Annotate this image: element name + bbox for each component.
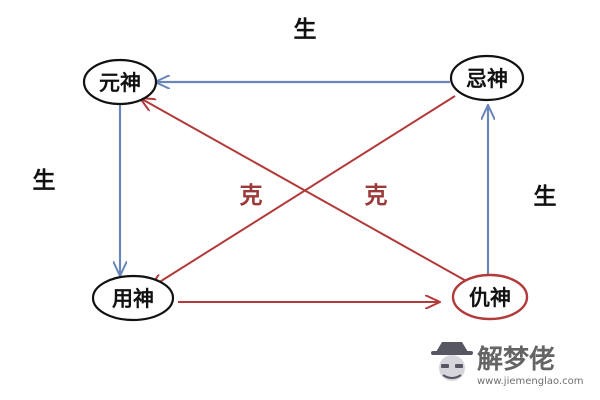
- label-sheng-left: 生: [33, 168, 56, 194]
- arrow-jishen-to-yongshen: [150, 95, 456, 288]
- label-sheng-right: 生: [534, 184, 557, 210]
- watermark-brand: 解梦佬: [477, 345, 555, 375]
- label-ke-right: 克: [365, 182, 388, 209]
- label-sheng-top: 生: [294, 17, 317, 43]
- node-yongshen-label: 用神: [112, 287, 154, 311]
- node-choushen-label: 仇神: [469, 286, 511, 310]
- node-choushen: 仇神: [451, 273, 529, 321]
- node-yuanshen: 元神: [82, 58, 158, 106]
- node-yuanshen-label: 元神: [99, 71, 141, 95]
- watermark-url: www.jiemenglao.com: [477, 376, 583, 387]
- node-jishen-label: 忌神: [466, 67, 508, 91]
- watermark-logo-icon: [431, 342, 473, 381]
- node-jishen: 忌神: [449, 54, 525, 102]
- node-yongshen: 用神: [91, 274, 175, 322]
- watermark: 解梦佬 www.jiemenglao.com: [431, 342, 583, 387]
- label-ke-left: 克: [240, 182, 263, 209]
